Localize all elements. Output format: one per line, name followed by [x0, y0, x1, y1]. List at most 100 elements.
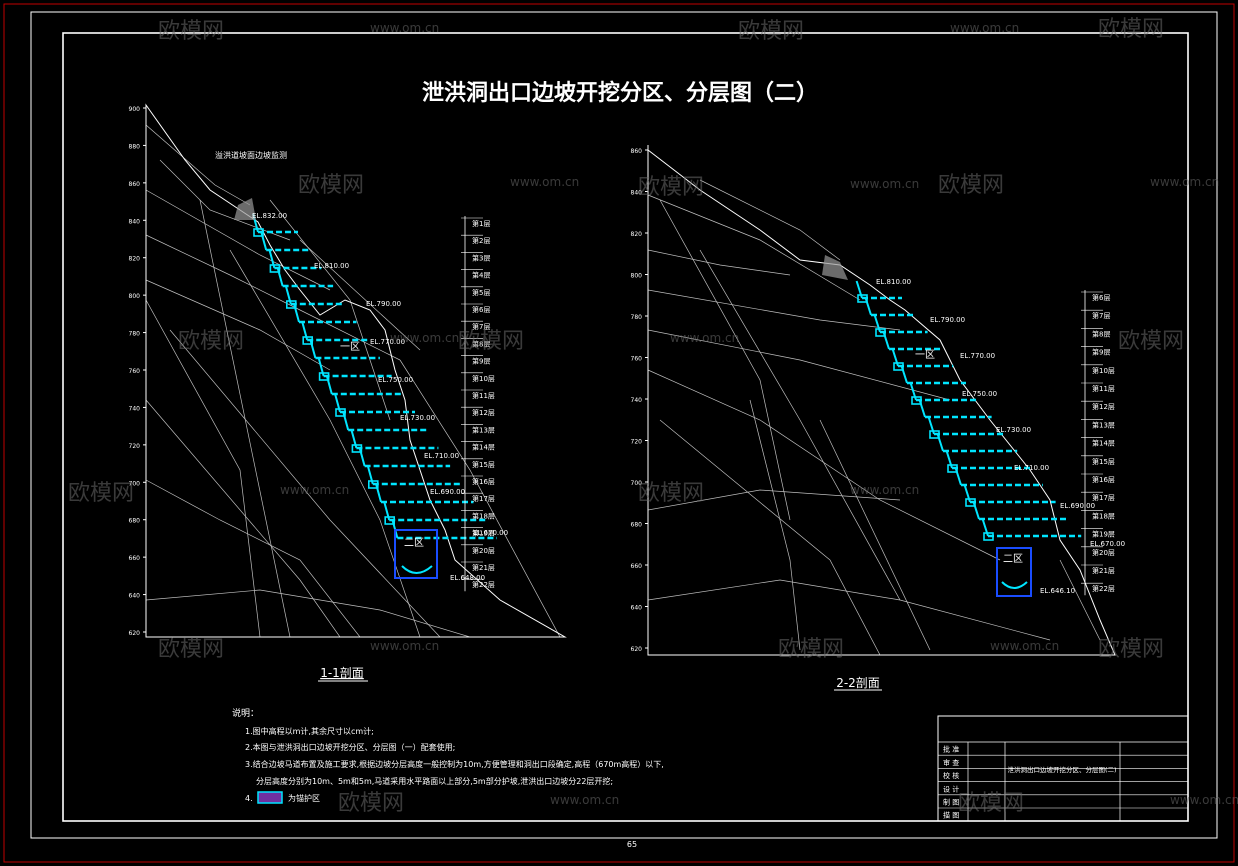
elevation-label: EL.832.00	[252, 212, 287, 220]
axis-tick-label: 820	[129, 256, 141, 263]
elevation-label: EL.710.00	[424, 452, 459, 460]
bench-slope	[293, 303, 300, 323]
elevation-label: EL.690.00	[430, 488, 465, 496]
axis-tick-label: 720	[631, 439, 643, 446]
bench-slope	[260, 231, 268, 251]
elevation-label: EL.648.00	[450, 574, 485, 582]
legend-text: 为锚护区	[288, 793, 320, 803]
watermark-url: www.om.cn	[850, 483, 919, 497]
bench-berm	[253, 228, 264, 237]
layer-labels-2: 第6层第7层第8层第9层第10层第11层第12层第13层第14层第15层第16层…	[1081, 290, 1115, 596]
elevation-label: EL.790.00	[366, 300, 401, 308]
layer-label: 第5层	[472, 288, 490, 297]
layer-label: 第12层	[472, 408, 495, 417]
watermark-brand: 欧模网	[338, 791, 404, 816]
layer-label: 第22层	[472, 580, 495, 589]
zone-2-box-1	[394, 529, 438, 579]
bench-slope	[954, 467, 962, 486]
top-callout-1: 溢洪道坡面边坡监测	[215, 150, 287, 160]
elevation-label: EL.750.00	[378, 376, 413, 384]
notes-heading: 说明：	[232, 707, 259, 719]
watermark-brand: 欧模网	[958, 791, 1024, 816]
title-block-project: 泄洪洞出口边坡开挖分区、分层图(二)	[1007, 765, 1116, 774]
layer-label: 第1层	[472, 219, 490, 228]
zone2-label-1: 二区	[404, 537, 424, 549]
elevation-labels-2: EL.810.00EL.790.00EL.770.00EL.750.00EL.7…	[876, 278, 1125, 595]
bench-berm	[285, 300, 297, 309]
watermark-brand: 欧模网	[158, 19, 224, 44]
bench-berm	[983, 532, 994, 541]
axis-tick-label: 780	[631, 314, 643, 321]
inner-border	[62, 32, 1189, 822]
title-block-row-label: 制 图	[943, 798, 959, 807]
layer-label: 第13层	[1092, 420, 1115, 429]
watermark-url: www.om.cn	[370, 639, 439, 653]
title-block-row-label: 批 准	[943, 745, 959, 754]
title-block-row-label: 描 图	[943, 811, 959, 820]
layer-label: 第15层	[1092, 457, 1115, 466]
axis-tick-label: 640	[129, 593, 141, 600]
watermark-brand: 欧模网	[1118, 329, 1184, 354]
axis-tick-label: 840	[631, 190, 643, 197]
layer-label: 第17层	[472, 494, 495, 503]
geology-lines-2	[647, 179, 1101, 656]
bench-slope	[882, 331, 890, 350]
axis-tick-label: 700	[129, 480, 141, 487]
bench-slope	[342, 411, 350, 431]
axis-tick-label: 720	[129, 443, 141, 450]
axis-tick-label: 840	[129, 218, 141, 225]
axis-tick-label: 780	[129, 331, 141, 338]
axis-tick-label: 680	[631, 522, 643, 529]
bench-berm	[929, 430, 940, 439]
watermark-brand: 欧模网	[778, 637, 844, 662]
title-block-row-label: 审 查	[943, 758, 959, 767]
bench-slope	[375, 483, 382, 503]
layer-label: 第22层	[1092, 584, 1115, 593]
axis-1-ticks: 9008808608408208007807607407207006806606…	[129, 106, 146, 637]
watermark-url: www.om.cn	[670, 331, 739, 345]
section-label-2: 2-2剖面	[836, 676, 880, 690]
layer-label: 第8层	[1092, 329, 1110, 338]
section-2-2: 860840820800780760740720700680660640620 …	[631, 145, 1125, 691]
axis-tick-label: 880	[129, 143, 141, 150]
axis-tick-label: 900	[129, 106, 141, 113]
elevation-label: EL.810.00	[314, 262, 349, 270]
note-3b: 分层高度分别为10m、5m和5m,马道采用水平路面以上部分,5m部分护坡,泄洪出…	[256, 776, 613, 786]
watermark-url: www.om.cn	[1170, 793, 1238, 807]
bench-slope	[900, 365, 908, 384]
watermark-brand: 欧模网	[178, 329, 244, 354]
geology-lines-1	[145, 124, 561, 638]
layer-label: 第4层	[472, 271, 490, 280]
slope-hatch-1	[234, 198, 256, 220]
bench-berm	[384, 516, 396, 525]
bench-berm	[269, 264, 281, 273]
watermark-brand: 欧模网	[458, 329, 524, 354]
axis-tick-label: 800	[631, 273, 643, 280]
layer-label: 第12层	[1092, 402, 1115, 411]
layer-label: 第19层	[472, 529, 495, 538]
elevation-labels-1: EL.832.00EL.810.00EL.790.00EL.770.00EL.7…	[252, 212, 508, 582]
layer-label: 第9层	[472, 357, 490, 366]
drawing-title: 泄洪洞出口边坡开挖分区、分层图（二）	[422, 80, 818, 106]
watermark-url: www.om.cn	[950, 21, 1019, 35]
page-number: 65	[627, 840, 637, 849]
layer-label: 第10层	[1092, 366, 1115, 375]
watermark-url: www.om.cn	[280, 483, 349, 497]
note-3: 3.结合边坡马道布置及施工要求,根据边坡分层高度一般控制为10m,方便管理和洞出…	[245, 759, 664, 769]
watermark-brand: 欧模网	[738, 19, 804, 44]
axis-tick-label: 640	[631, 605, 643, 612]
layer-label: 第9层	[1092, 348, 1110, 357]
axis-tick-label: 760	[631, 356, 643, 363]
watermarks: 欧模网 www.om.cn 欧模网 www.om.cn 欧模网 www.om.cn 欧模网 w…	[68, 17, 1238, 816]
title-block-row-label: 设 计	[943, 784, 959, 793]
bench-berm	[351, 444, 363, 453]
watermark-brand: 欧模网	[638, 175, 704, 200]
section-1-1: 9008808608408208007807607407207006806606…	[129, 103, 567, 682]
elevation-label: EL.730.00	[400, 414, 435, 422]
layer-label: 第7层	[472, 322, 490, 331]
axis-tick-label: 860	[129, 181, 141, 188]
zone-2-box-2	[996, 547, 1032, 597]
layer-label: 第20层	[472, 546, 495, 555]
zone2-label-2: 二区	[1003, 553, 1023, 565]
watermark-brand: 欧模网	[158, 637, 224, 662]
